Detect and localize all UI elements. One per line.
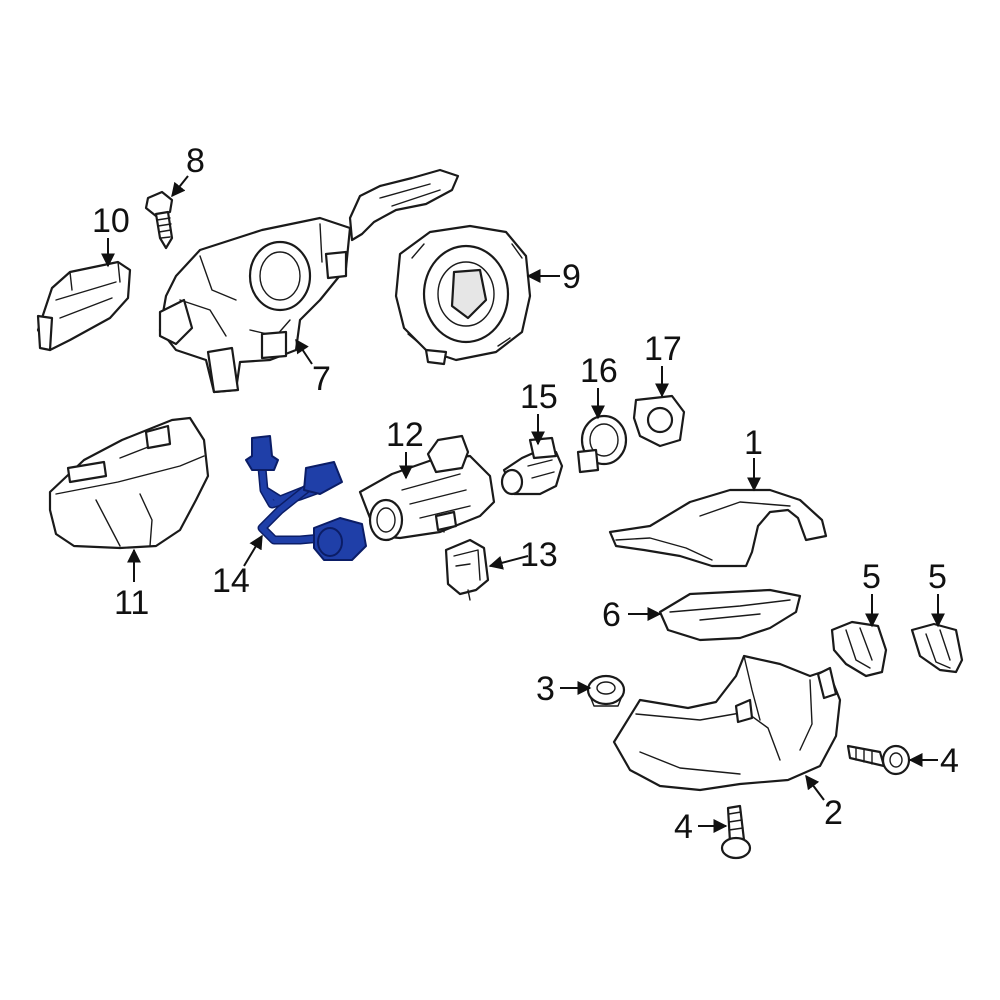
part-14-switch (444, 538, 490, 601)
part-3-grommet (586, 674, 626, 707)
part-4-screw-right (846, 744, 911, 776)
callout-12: 11 (114, 584, 149, 622)
callout-4-bottom: 4 (674, 808, 693, 846)
callout-labels: 8 10 9 7 11 12 14 13 15 16 17 1 6 5 5 3 … (92, 142, 959, 846)
part-4-screw-bottom (720, 804, 752, 860)
callout-16: 15 (520, 378, 558, 416)
part-2-lower-cover (612, 654, 842, 792)
callout-7: 6 (602, 596, 621, 634)
callout-10: 9 (562, 258, 581, 296)
callout-1: 1 (744, 424, 763, 462)
part-12-lower-cover (48, 416, 210, 550)
callout-15: 14 (212, 562, 250, 600)
callout-5: 5 (862, 558, 881, 596)
callout-14: 13 (520, 536, 558, 574)
part-10-clock-spring (394, 224, 532, 366)
part-15-wiring-harness (245, 435, 367, 561)
callout-17: 16 (580, 352, 618, 390)
part-5-clip (830, 620, 888, 678)
part-17-bezel-ring (576, 414, 628, 474)
part-9-screw (144, 190, 174, 250)
leader-lines (101, 175, 945, 833)
callout-3: 3 (536, 670, 555, 708)
callout-6: 5 (928, 558, 947, 596)
part-1-upper-cover (608, 488, 828, 568)
part-16-lock-cylinder (500, 436, 564, 496)
callout-18: 17 (644, 330, 682, 368)
part-11-bracket (36, 260, 132, 352)
part-13-ignition-housing (358, 434, 496, 542)
callout-4-right: 4 (940, 742, 959, 780)
callout-9: 8 (186, 142, 205, 180)
callout-8: 7 (312, 360, 331, 398)
callout-2: 2 (824, 794, 843, 832)
part-18-trim-ring (632, 394, 686, 448)
part-7-trim-panel (658, 588, 802, 642)
callout-13: 12 (386, 416, 424, 454)
callout-11: 10 (92, 202, 130, 240)
part-6-clip (910, 622, 964, 674)
part-8-combination-switch (158, 168, 460, 394)
